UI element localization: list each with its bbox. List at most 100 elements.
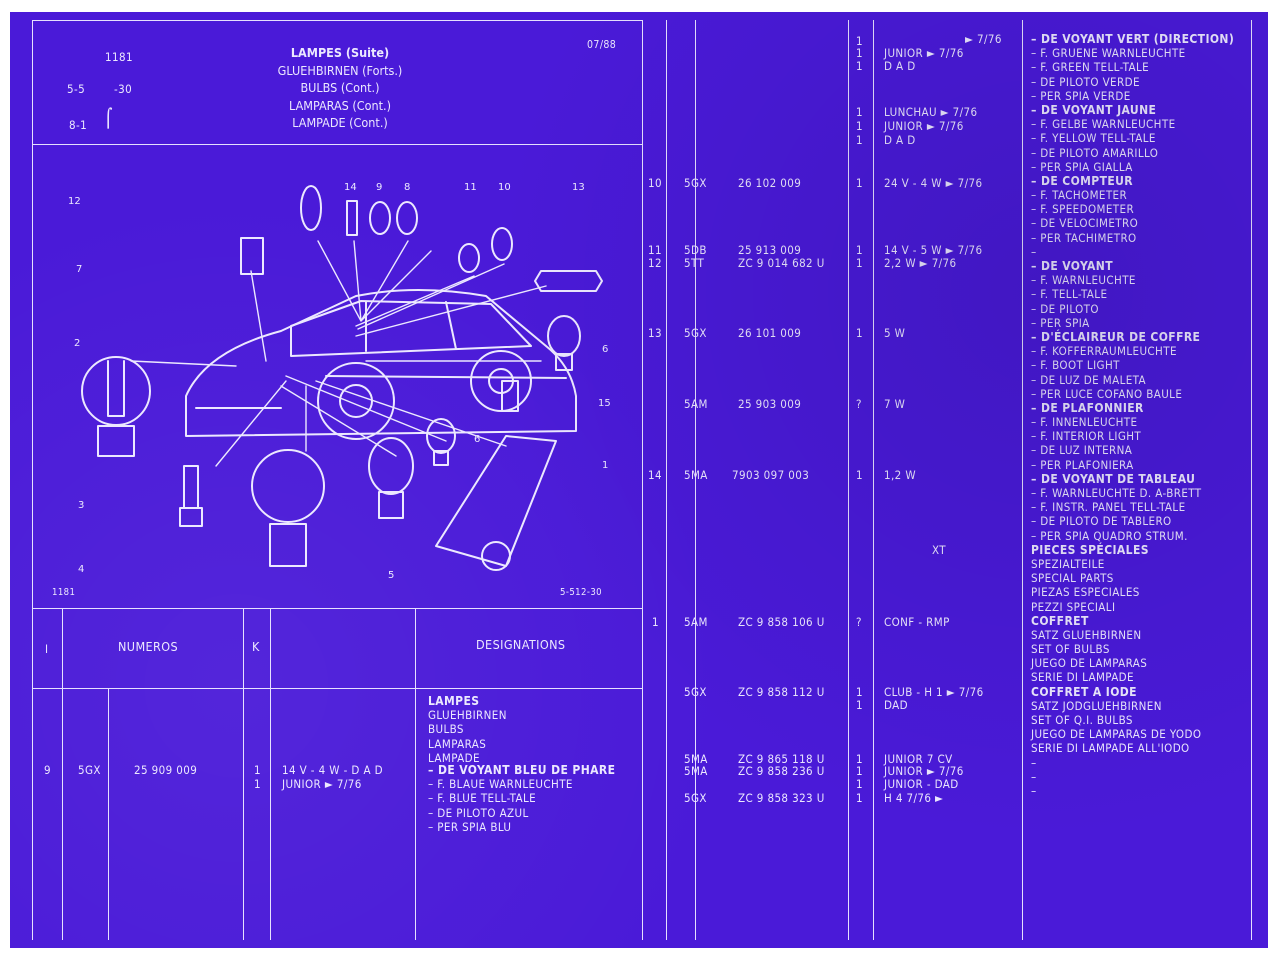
right-desig-12: – F. SPEEDOMETER xyxy=(1031,202,1135,217)
header-titles: LAMPES (Suite) GLUEHBIRNEN (Forts.) BULB… xyxy=(240,44,440,132)
right-code-8: 5MA xyxy=(684,752,708,766)
right-spec-15: DAD xyxy=(884,698,909,712)
right-desig-23: – F. BOOT LIGHT xyxy=(1031,358,1120,373)
left-row-spec-1: 14 V - 4 W - D A D xyxy=(282,763,384,777)
right-k-0: 1 xyxy=(856,34,863,48)
right-spec-17: JUNIOR ► 7/76 xyxy=(884,764,964,778)
right-desig-32: – F. WARNLEUCHTE D. A-BRETT xyxy=(1031,486,1202,500)
right-desig-48: SET OF Q.I. BULBS xyxy=(1031,713,1133,727)
callout-11: 11 xyxy=(464,182,477,193)
bulb-3-h1 xyxy=(183,465,199,509)
right-desig-37: SPEZIALTEILE xyxy=(1031,556,1105,571)
callout-9: 9 xyxy=(376,182,382,193)
right-code-9: 5MA xyxy=(684,764,708,778)
right-k-4: 1 xyxy=(856,119,863,133)
bulb-6-lower xyxy=(426,418,456,454)
callout-8: 8 xyxy=(404,182,410,193)
rule-illustration-bottom xyxy=(32,608,642,609)
right-code-7: 5GX xyxy=(684,685,707,699)
right-desig-3: – DE PILOTO VERDE xyxy=(1031,74,1140,89)
right-k-11: 1 xyxy=(856,468,863,482)
right-desig-39: PIEZAS ESPECIALES xyxy=(1031,585,1140,600)
right-desig-52: – xyxy=(1031,769,1037,784)
right-desig-28: – F. INTERIOR LIGHT xyxy=(1031,429,1142,444)
right-part-9: ZC 9 858 236 U xyxy=(738,764,825,778)
right-index-10: 10 xyxy=(648,176,662,190)
right-desig-34: – DE PILOTO DE TABLERO xyxy=(1031,514,1172,529)
right-desig-19: – DE PILOTO xyxy=(1031,301,1099,316)
right-spec-9: 5 W xyxy=(884,326,906,340)
col-numbers-header: NUMEROS xyxy=(118,639,179,654)
right-desig-20: – PER SPIA xyxy=(1031,315,1090,330)
right-code-1: 5DB xyxy=(684,243,707,257)
right-designations: – DE VOYANT VERT (DIRECTION) – F. GRUENE… xyxy=(1031,32,1234,798)
right-desig-17: – F. WARNLEUCHTE xyxy=(1031,273,1136,288)
bulb-15 xyxy=(501,380,519,412)
right-spec-3: LUNCHAU ► 7/76 xyxy=(884,105,978,119)
right-k-7: 1 xyxy=(856,243,863,257)
bulb-14 xyxy=(346,200,358,236)
header-marker: ⌠ xyxy=(104,108,113,129)
right-spec-1: JUNIOR ► 7/76 xyxy=(884,46,964,60)
exploded-view-illustration: 12 14 9 8 11 10 13 7 2 6 15 6 1 3 4 5 xyxy=(36,146,636,606)
right-index-11: 11 xyxy=(648,243,662,257)
right-desig-49: JUEGO DE LAMPARAS DE YODO xyxy=(1031,727,1202,742)
bulb-6-upper-base xyxy=(555,353,573,371)
left-row-designation: – DE VOYANT BLEU DE PHARE – F. BLAUE WAR… xyxy=(428,763,615,834)
right-spec-16: JUNIOR 7 CV xyxy=(884,752,953,766)
right-spec-2: D A D xyxy=(884,59,916,73)
bulb-2-headlamp xyxy=(81,356,151,426)
rule-top-left xyxy=(32,20,642,21)
right-k-16: 1 xyxy=(856,764,863,778)
bulb-11 xyxy=(458,243,480,273)
right-spec-10: 7 W xyxy=(884,397,906,411)
left-group-en: BULBS xyxy=(428,722,464,737)
right-desig-1: – F. GRUENE WARNLEUCHTE xyxy=(1031,46,1186,61)
right-code-3: 5GX xyxy=(684,326,707,340)
right-desig-36: PIECES SPÉCIALES xyxy=(1031,542,1149,557)
right-k-2: 1 xyxy=(856,59,863,73)
bulb-4-headlamp xyxy=(251,449,325,523)
right-desig-4: – PER SPIA VERDE xyxy=(1031,88,1131,103)
callout-5: 5 xyxy=(388,570,394,581)
right-desig-15: – xyxy=(1031,244,1037,259)
callout-14: 14 xyxy=(344,182,357,193)
callout-13: 13 xyxy=(572,182,585,193)
rule-table-header-bottom xyxy=(32,688,642,689)
right-spec-8: 2,2 W ► 7/76 xyxy=(884,256,957,270)
right-desig-53: – xyxy=(1031,783,1037,798)
right-desig-21: – D'ÉCLAIREUR DE COFFRE xyxy=(1031,329,1201,344)
left-row-spec: 14 V - 4 W - D A D JUNIOR ► 7/76 xyxy=(282,763,383,791)
right-k-14: 1 xyxy=(856,698,863,712)
right-desig-11: – F. TACHOMETER xyxy=(1031,188,1128,203)
left-group-it: LAMPADE xyxy=(428,750,480,765)
title-de: GLUEHBIRNEN (Forts.) xyxy=(277,62,403,78)
left-row-index: 9 xyxy=(44,763,51,777)
right-desig-8: – DE PILOTO AMARILLO xyxy=(1031,145,1159,160)
leader-lines xyxy=(130,240,547,467)
right-spec-6: 24 V - 4 W ► 7/76 xyxy=(884,176,983,190)
right-k-15: 1 xyxy=(856,752,863,766)
right-index-12: 12 xyxy=(648,256,662,270)
right-code-2: 5TT xyxy=(684,256,705,270)
right-index-1: 1 xyxy=(652,615,659,629)
bulb-10 xyxy=(491,227,513,261)
right-desig-7: – F. YELLOW TELL-TALE xyxy=(1031,131,1156,146)
right-spec-5: D A D xyxy=(884,133,916,147)
left-desig-0: – DE VOYANT BLEU DE PHARE xyxy=(428,763,616,777)
right-k-8: 1 xyxy=(856,256,863,270)
callout-6-lower: 6 xyxy=(474,434,480,445)
right-code-5: 5MA xyxy=(684,468,708,482)
rule-col-spec xyxy=(415,608,416,940)
title-es: LAMPARAS (Cont.) xyxy=(289,97,391,113)
left-group-es: LAMPARAS xyxy=(428,736,487,751)
right-desig-13: – DE VELOCIMETRO xyxy=(1031,216,1139,231)
right-part-10: ZC 9 858 323 U xyxy=(738,791,825,805)
col-designations-header: DESIGNATIONS xyxy=(476,637,566,652)
bulb-13-festoon xyxy=(534,270,603,292)
right-desig-38: SPECIAL PARTS xyxy=(1031,571,1114,586)
right-k-13: ? xyxy=(856,615,862,629)
bulb-7 xyxy=(240,237,264,275)
right-part-7: ZC 9 858 112 U xyxy=(738,685,825,699)
right-desig-2: – F. GREEN TELL-TALE xyxy=(1031,60,1150,75)
